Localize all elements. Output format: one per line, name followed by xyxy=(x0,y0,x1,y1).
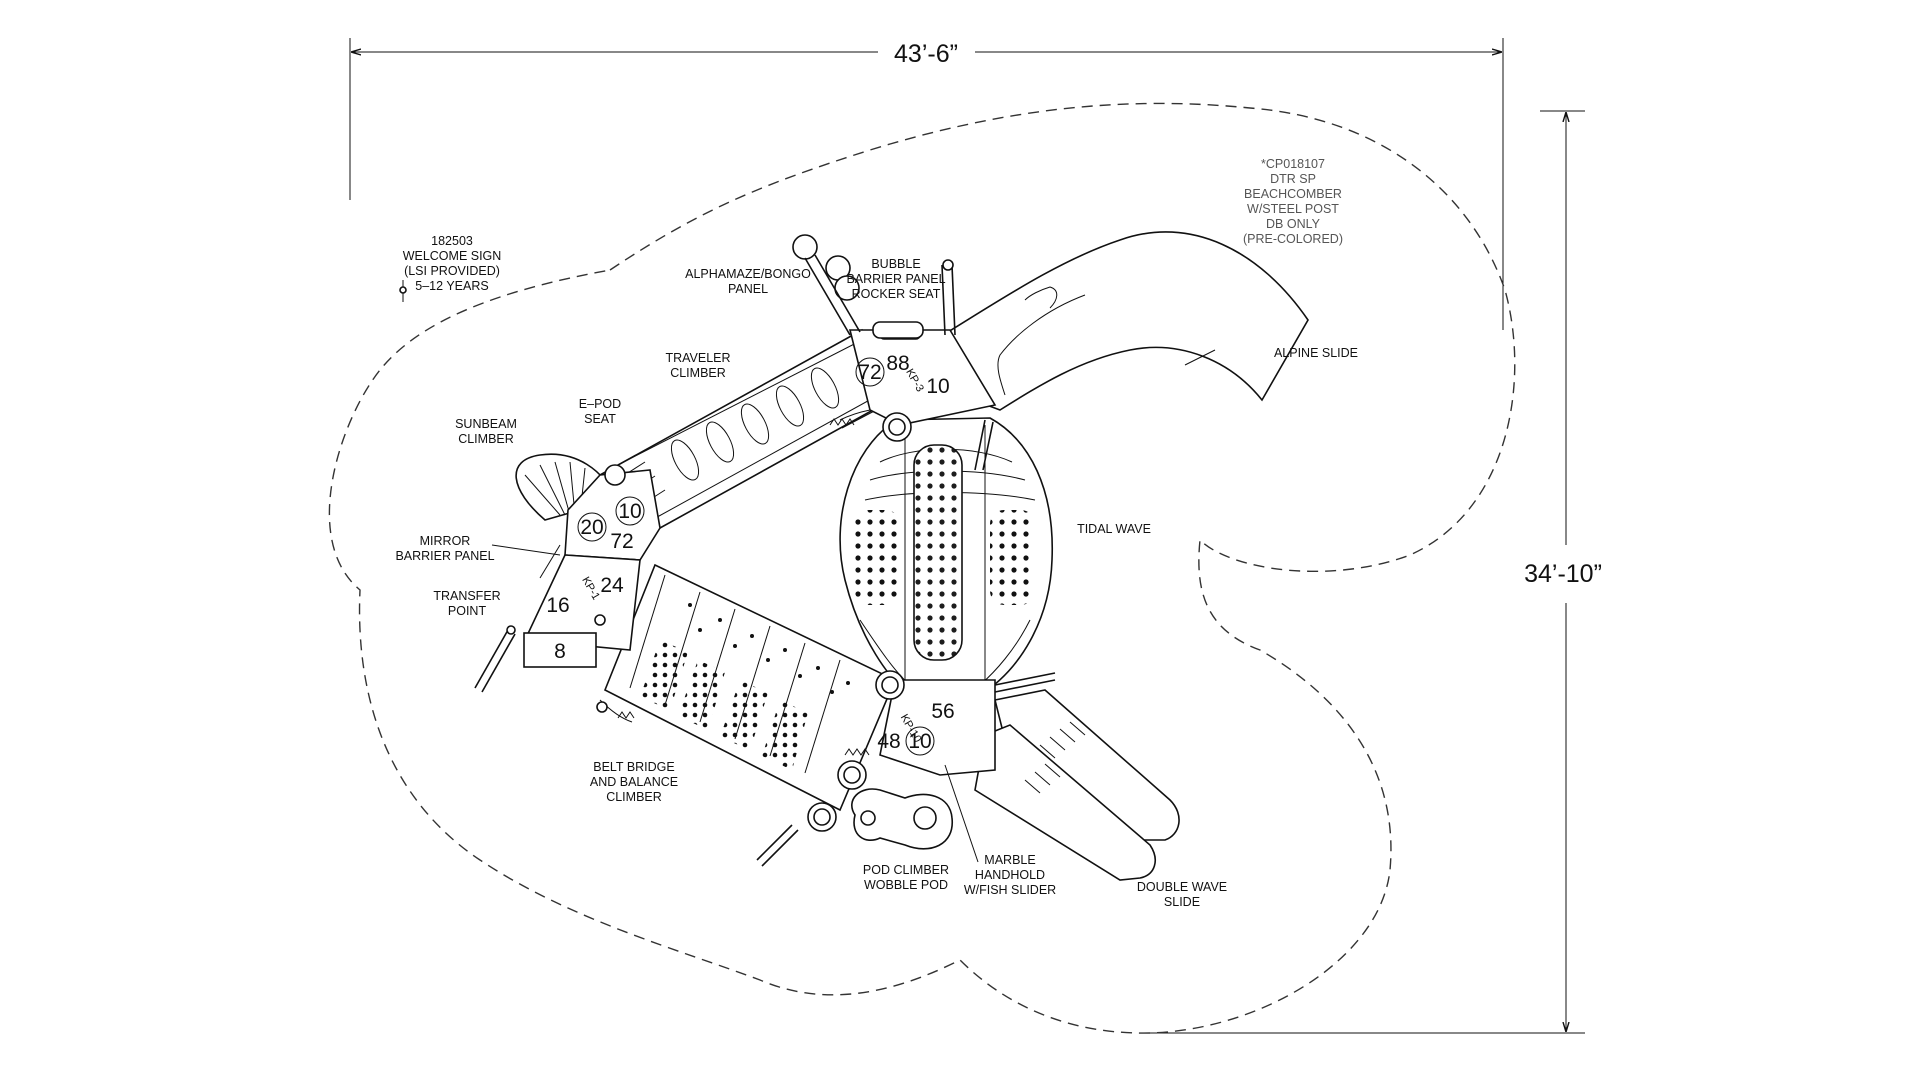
welcome-sign: 182503 WELCOME SIGN (LSI PROVIDED) 5–12 … xyxy=(399,234,502,302)
cp-note-line-6: (PRE-COLORED) xyxy=(1243,232,1343,246)
label-belt-line-3: CLIMBER xyxy=(606,790,662,804)
deck-height-10: 56 xyxy=(931,700,954,723)
label-bubble: BUBBLE BARRIER PANEL ROCKER SEAT xyxy=(846,257,945,301)
label-sunbeam-line-1: SUNBEAM xyxy=(455,417,517,431)
label-traveler: TRAVELER CLIMBER xyxy=(665,351,730,380)
label-sunbeam-line-2: CLIMBER xyxy=(458,432,514,446)
welcome-sign-line-2: WELCOME SIGN xyxy=(403,249,502,263)
label-marble-line-2: HANDHOLD xyxy=(975,868,1045,882)
cp-note-line-4: W/STEEL POST xyxy=(1247,202,1339,216)
label-double-wave: DOUBLE WAVE SLIDE xyxy=(1137,880,1227,909)
cp-note-line-2: DTR SP xyxy=(1270,172,1316,186)
deck-height-1: 72 xyxy=(858,361,881,384)
label-alpine-slide: ALPINE SLIDE xyxy=(1274,346,1358,360)
label-double-wave-line-1: DOUBLE WAVE xyxy=(1137,880,1227,894)
tidal-wave xyxy=(839,417,1054,696)
label-mirror-line-1: MIRROR xyxy=(420,534,471,548)
deck-height-8: 16 xyxy=(546,594,569,617)
label-alphamaze: ALPHAMAZE/BONGO PANEL xyxy=(685,267,811,296)
label-epod-line-2: SEAT xyxy=(584,412,616,426)
deck-height-11: 48 xyxy=(877,730,900,753)
deck-height-labels: 72 88 10 20 10 72 24 16 8 56 48 10 KP-3 … xyxy=(546,352,955,756)
cp-note-line-5: DB ONLY xyxy=(1266,217,1321,231)
alpine-slide xyxy=(947,231,1309,411)
deck-height-4: 20 xyxy=(580,516,603,539)
label-belt: BELT BRIDGE AND BALANCE CLIMBER xyxy=(590,760,678,804)
deck-height-2: 88 xyxy=(886,352,909,375)
label-transfer-line-1: TRANSFER xyxy=(433,589,500,603)
width-dimension-label: 43’-6” xyxy=(894,40,958,68)
label-mirror-line-2: BARRIER PANEL xyxy=(395,549,494,563)
label-transfer: TRANSFER POINT xyxy=(433,589,500,618)
label-traveler-line-2: CLIMBER xyxy=(670,366,726,380)
label-pod-line-2: WOBBLE POD xyxy=(864,878,948,892)
deck-height-5: 10 xyxy=(618,500,641,523)
welcome-sign-line-4: 5–12 YEARS xyxy=(415,279,488,293)
label-marble-line-1: MARBLE xyxy=(984,853,1035,867)
label-epod-line-1: E–POD xyxy=(579,397,621,411)
label-alphamaze-line-1: ALPHAMAZE/BONGO xyxy=(685,267,811,281)
height-dimension: 34’-10” xyxy=(1150,110,1602,1034)
deck-height-12: 10 xyxy=(908,730,931,753)
deck-height-6: 72 xyxy=(610,530,633,553)
deck-height-9: 8 xyxy=(554,640,566,663)
leader-lines xyxy=(491,349,1216,863)
cp-note-line-1: *CP018107 xyxy=(1261,157,1325,171)
cp-note-line-3: BEACHCOMBER xyxy=(1244,187,1342,201)
label-tidal-wave: TIDAL WAVE xyxy=(1077,522,1151,536)
label-sunbeam: SUNBEAM CLIMBER xyxy=(455,417,517,446)
label-epod: E–POD SEAT xyxy=(579,397,621,426)
belt-bridge-and-balance-climber xyxy=(599,563,897,812)
label-pod-line-1: POD CLIMBER xyxy=(863,863,949,877)
label-mirror: MIRROR BARRIER PANEL xyxy=(395,534,494,563)
label-alphamaze-line-2: PANEL xyxy=(728,282,768,296)
welcome-sign-line-1: 182503 xyxy=(431,234,473,248)
label-bubble-line-3: ROCKER SEAT xyxy=(852,287,941,301)
double-wave-slide xyxy=(974,689,1180,881)
deck-height-7: 24 xyxy=(600,574,624,597)
cp-note: *CP018107 DTR SP BEACHCOMBER W/STEEL POS… xyxy=(1243,157,1343,246)
posts-and-accessories xyxy=(474,234,1056,867)
height-dimension-label: 34’-10” xyxy=(1524,560,1602,588)
deck-height-3: 10 xyxy=(926,375,949,398)
label-belt-line-2: AND BALANCE xyxy=(590,775,678,789)
label-marble: MARBLE HANDHOLD W/FISH SLIDER xyxy=(964,853,1056,897)
label-bubble-line-2: BARRIER PANEL xyxy=(846,272,945,286)
label-transfer-line-2: POINT xyxy=(448,604,487,618)
label-double-wave-line-2: SLIDE xyxy=(1164,895,1200,909)
label-pod: POD CLIMBER WOBBLE POD xyxy=(863,863,949,892)
label-belt-line-1: BELT BRIDGE xyxy=(593,760,675,774)
width-dimension: 43’-6” xyxy=(349,38,1504,330)
label-bubble-line-1: BUBBLE xyxy=(871,257,920,271)
label-marble-line-3: W/FISH SLIDER xyxy=(964,883,1056,897)
welcome-sign-line-3: (LSI PROVIDED) xyxy=(404,264,500,278)
label-traveler-line-1: TRAVELER xyxy=(665,351,730,365)
